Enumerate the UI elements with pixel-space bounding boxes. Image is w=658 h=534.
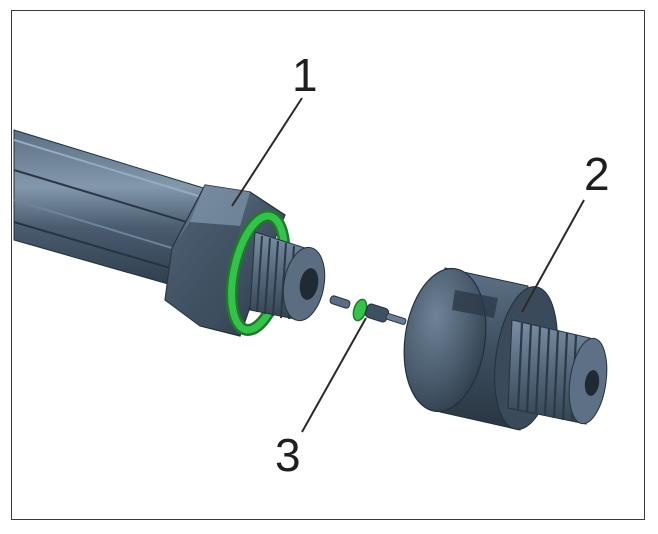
leader-line-2 bbox=[521, 199, 585, 313]
tube-thread bbox=[249, 231, 326, 322]
valve-insert bbox=[329, 295, 407, 325]
adapter-thread bbox=[507, 319, 608, 425]
callout-2: 2 bbox=[584, 148, 610, 200]
callout-1: 1 bbox=[292, 49, 318, 101]
leader-line-3 bbox=[301, 317, 367, 433]
callout-3: 3 bbox=[275, 429, 301, 481]
leader-line-1 bbox=[231, 97, 303, 207]
